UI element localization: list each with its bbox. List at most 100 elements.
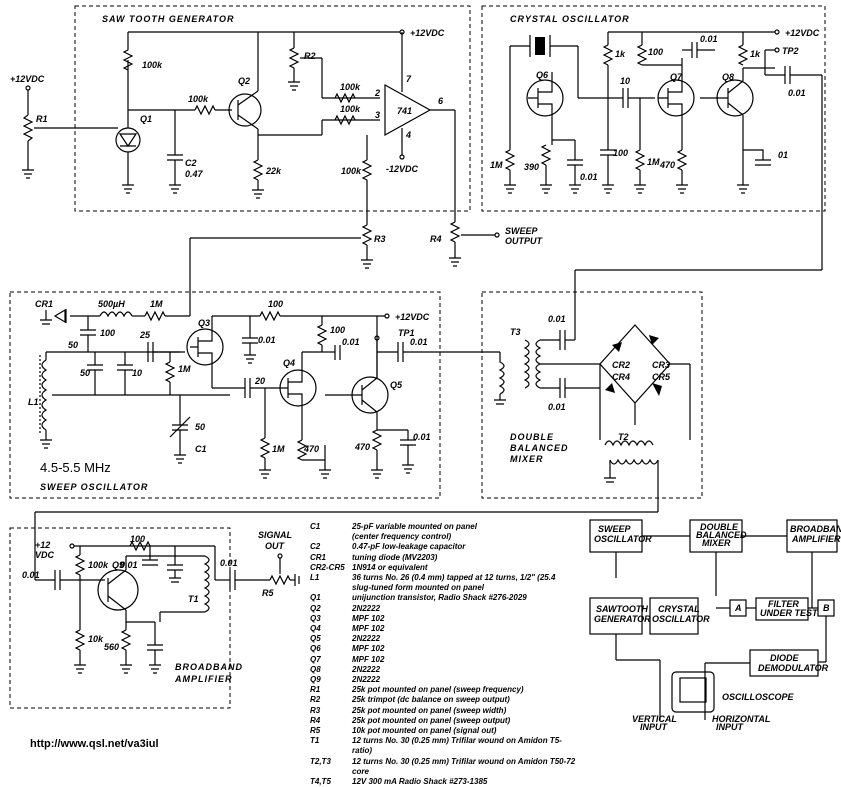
parts-list-row: Q9 2N2222 <box>310 675 590 685</box>
svg-text:100: 100 <box>268 299 283 309</box>
svg-text:C2: C2 <box>185 158 197 168</box>
sweep-title: SWEEP OSCILLATOR <box>40 482 148 492</box>
part-ref: Q6 <box>310 644 321 654</box>
svg-text:L1: L1 <box>28 397 39 407</box>
part-description: 12V 300 mA Radio Shack #273-1385 <box>352 777 488 787</box>
part-ref: Q8 <box>310 664 321 674</box>
svg-text:Q9: Q9 <box>112 560 124 570</box>
svg-text:R4: R4 <box>430 234 442 244</box>
part-ref: CR2-CR5 <box>310 562 345 572</box>
block-diagram: SWEEP OSCILLATOR DOUBLE BALANCED MIXER B… <box>589 519 841 732</box>
part-ref: T4,T5 <box>310 777 331 787</box>
amplifier-circuit: +12 VDC 0.01 100k 10k Q9 560 100 <box>22 530 300 674</box>
svg-text:10: 10 <box>620 76 630 86</box>
svg-text:100: 100 <box>330 325 345 335</box>
svg-text:DIODE: DIODE <box>770 653 800 663</box>
svg-text:Q2: Q2 <box>238 76 250 86</box>
svg-text:OUTPUT: OUTPUT <box>505 236 544 246</box>
part-ref <box>310 532 352 542</box>
part-ref: L1 <box>310 573 320 583</box>
sawtooth-generator-box <box>74 5 471 212</box>
svg-text:INPUT: INPUT <box>716 722 745 732</box>
svg-text:0.01: 0.01 <box>120 560 138 570</box>
svg-text:SWEEP: SWEEP <box>505 226 539 236</box>
part-ref: Q4 <box>310 624 321 634</box>
svg-text:BROADBAND: BROADBAND <box>790 524 841 534</box>
svg-text:CR3: CR3 <box>652 360 670 370</box>
svg-text:DOUBLE: DOUBLE <box>700 522 739 532</box>
mixer-box <box>481 291 703 499</box>
svg-text:10k: 10k <box>88 634 104 644</box>
sawtooth-title: SAW TOOTH GENERATOR <box>102 14 235 24</box>
part-ref: Q3 <box>310 613 321 623</box>
svg-text:Q1: Q1 <box>140 114 152 124</box>
svg-text:Q8: Q8 <box>722 72 734 82</box>
svg-text:22k: 22k <box>265 166 282 176</box>
svg-text:0.47: 0.47 <box>185 169 204 179</box>
svg-text:1k: 1k <box>750 49 761 59</box>
svg-text:100k: 100k <box>88 560 109 570</box>
svg-text:500µH: 500µH <box>98 299 125 309</box>
svg-text:DEMODULATOR: DEMODULATOR <box>758 663 829 673</box>
part-description: 2N2222 <box>352 675 381 685</box>
parts-list-row: T4,T5 12V 300 mA Radio Shack #273-1385 <box>310 777 590 787</box>
parts-list-row: T1 12 turns No. 30 (0.25 mm) Trifilar wou… <box>310 736 590 746</box>
svg-text:-12VDC: -12VDC <box>386 164 419 174</box>
svg-text:B: B <box>823 603 830 613</box>
svg-text:100k: 100k <box>340 104 361 114</box>
svg-text:2: 2 <box>374 88 380 98</box>
svg-text:VDC: VDC <box>35 550 55 560</box>
part-description: 25k pot mounted on panel (sweep output) <box>352 715 511 725</box>
part-ref: T2,T3 <box>310 756 331 766</box>
svg-text:R5: R5 <box>262 588 274 598</box>
part-ref: Q9 <box>310 675 321 685</box>
svg-text:0.01: 0.01 <box>258 335 276 345</box>
svg-text:100k: 100k <box>142 60 163 70</box>
part-description: MPF 102 <box>352 613 385 623</box>
part-description: MPF 102 <box>352 644 385 654</box>
svg-text:4: 4 <box>405 130 411 140</box>
svg-text:R2: R2 <box>304 51 316 61</box>
svg-text:Q7: Q7 <box>670 72 683 82</box>
part-ref: R4 <box>310 715 321 725</box>
part-description: slug-tuned form mounted on panel <box>352 583 484 593</box>
svg-text:SWEEP: SWEEP <box>598 524 632 534</box>
svg-text:Q3: Q3 <box>198 318 210 328</box>
svg-text:7: 7 <box>406 74 412 84</box>
svg-text:HORIZONTAL: HORIZONTAL <box>712 714 770 724</box>
svg-text:741: 741 <box>397 106 412 116</box>
svg-text:MIXER: MIXER <box>702 538 731 548</box>
part-ref: R1 <box>310 685 321 695</box>
part-ref: Q2 <box>310 603 321 613</box>
part-description: 10k pot mounted on panel (signal out) <box>352 726 497 736</box>
part-description: 12 turns No. 30 (0.25 mm) Trifilar wound… <box>352 736 562 746</box>
svg-text:VERTICAL: VERTICAL <box>632 714 677 724</box>
svg-text:AMPLIFIER: AMPLIFIER <box>791 534 841 544</box>
svg-text:OSCILLOSCOPE: OSCILLOSCOPE <box>722 692 795 702</box>
svg-text:470: 470 <box>354 442 370 452</box>
svg-text:UNDER TEST: UNDER TEST <box>760 608 819 618</box>
svg-text:50: 50 <box>195 422 205 432</box>
svg-text:25: 25 <box>139 330 151 340</box>
part-ref: Q1 <box>310 593 321 603</box>
part-description: ratio) <box>352 746 372 756</box>
part-description: 2N2222 <box>352 634 381 644</box>
mixer-title-3: MIXER <box>510 454 544 464</box>
svg-text:SIGNAL: SIGNAL <box>258 530 292 540</box>
svg-text:GENERATOR: GENERATOR <box>594 614 651 624</box>
part-ref: R3 <box>310 705 321 715</box>
svg-text:390: 390 <box>524 162 539 172</box>
part-ref: T1 <box>310 736 320 746</box>
svg-text:0.01: 0.01 <box>700 34 718 44</box>
part-description: 0.47-pF low-leakage capacitor <box>352 542 466 552</box>
